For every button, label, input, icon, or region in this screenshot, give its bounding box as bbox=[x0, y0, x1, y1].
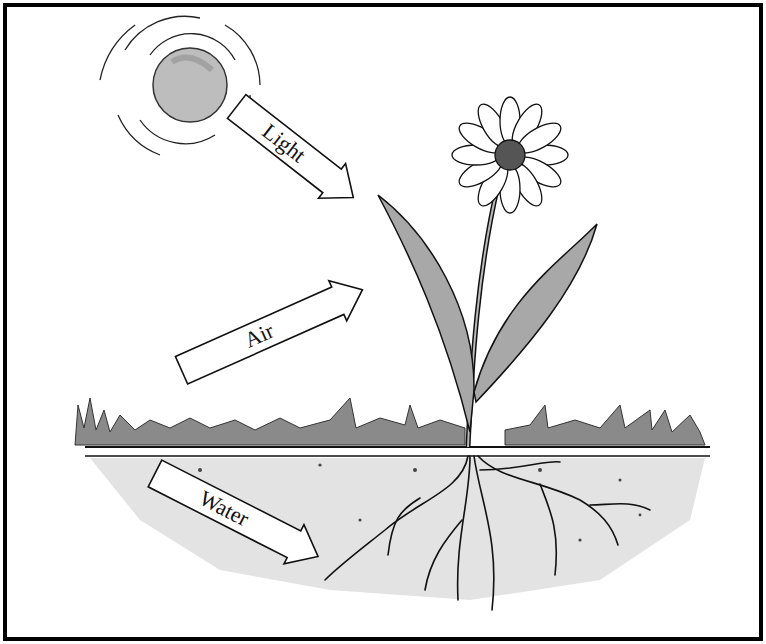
leaf bbox=[474, 224, 597, 402]
leaf bbox=[378, 195, 474, 432]
frame bbox=[5, 5, 761, 639]
arrow-shape: Air bbox=[171, 268, 372, 391]
sun bbox=[153, 48, 227, 122]
roots bbox=[325, 456, 650, 610]
grass bbox=[505, 405, 705, 445]
sun-rays bbox=[100, 16, 260, 155]
arrow-body bbox=[223, 89, 367, 215]
arrow-body bbox=[173, 270, 372, 391]
flower bbox=[452, 97, 568, 213]
grass bbox=[75, 398, 465, 445]
ground-line bbox=[85, 446, 710, 448]
arrow-shape: Light bbox=[222, 88, 369, 217]
ground-line bbox=[85, 455, 710, 456]
arrow-body bbox=[144, 454, 327, 576]
